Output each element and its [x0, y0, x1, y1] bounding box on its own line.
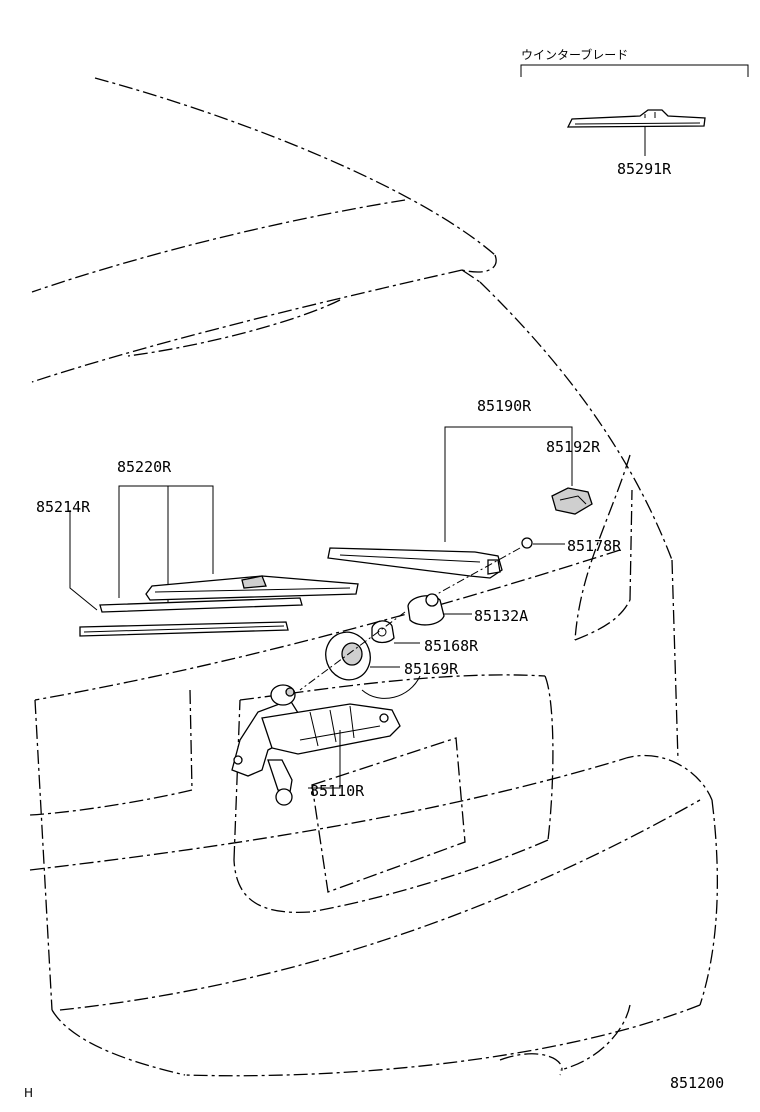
wiper-motor-group [231, 684, 401, 806]
part-label-85291R: 85291R [617, 160, 672, 178]
part-label-85220R: 85220R [117, 458, 172, 476]
part-labels: ウインターブレード 85291R 85190R 85192R 85178R 85… [24, 47, 724, 1100]
seal-group [299, 593, 472, 699]
part-label-85190R: 85190R [477, 397, 532, 415]
corner-letter: H [24, 1086, 33, 1100]
wiper-arm-group [327, 426, 593, 599]
part-label-85192R: 85192R [546, 438, 601, 456]
figure-code: 851200 [670, 1074, 724, 1092]
part-label-85169R: 85169R [404, 660, 459, 678]
part-label-85110R: 85110R [310, 782, 365, 800]
vehicle-body-outline [29, 77, 718, 1077]
part-label-85178R: 85178R [567, 537, 622, 555]
winter-blade-heading: ウインターブレード [521, 47, 628, 62]
wiper-blade-group [69, 485, 359, 637]
part-label-85132A: 85132A [474, 607, 528, 625]
part-label-85214R: 85214R [36, 498, 91, 516]
winter-blade-group [520, 64, 749, 156]
part-label-85168R: 85168R [424, 637, 479, 655]
